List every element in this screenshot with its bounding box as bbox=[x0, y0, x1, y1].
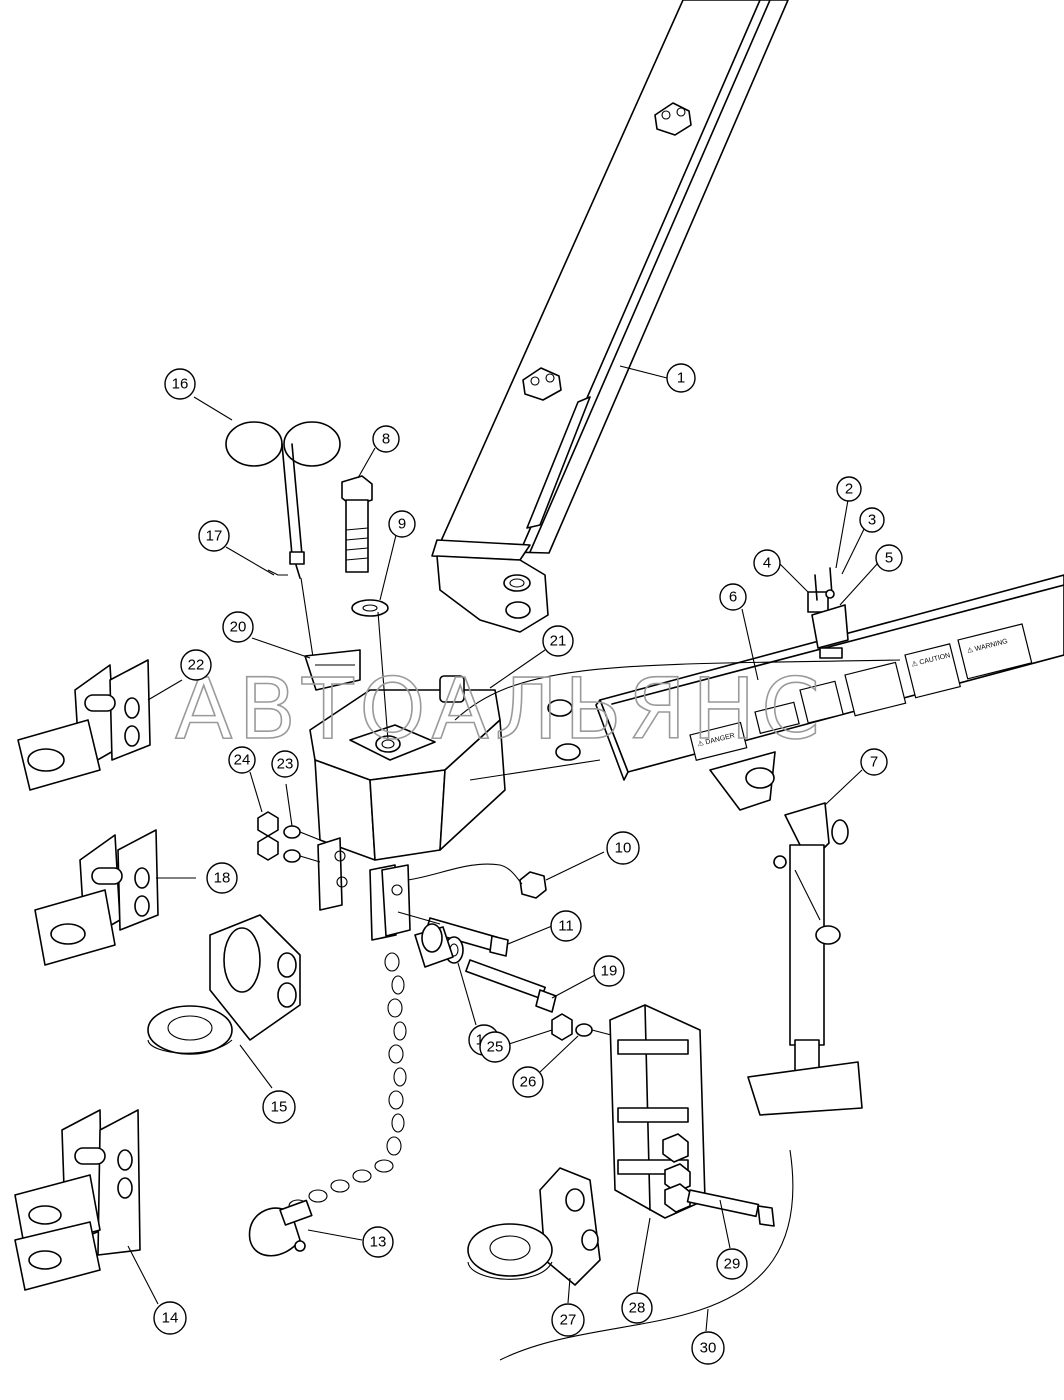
callout-13-label: 13 bbox=[370, 1234, 387, 1251]
callout-28: 28 bbox=[621, 1292, 653, 1324]
callout-14-label: 14 bbox=[162, 1310, 179, 1327]
callout-25: 25 bbox=[479, 1031, 511, 1063]
callout-27-label: 27 bbox=[560, 1312, 577, 1329]
callout-4: 4 bbox=[753, 549, 781, 577]
callout-22: 22 bbox=[180, 649, 212, 681]
callout-25-label: 25 bbox=[487, 1039, 504, 1056]
callout-28-label: 28 bbox=[629, 1300, 646, 1317]
callout-29: 29 bbox=[716, 1248, 748, 1280]
jack-drawing bbox=[709, 751, 863, 1116]
callout-10: 10 bbox=[606, 831, 640, 865]
bracket-hardware-drawing bbox=[807, 567, 849, 659]
callout-17-label: 17 bbox=[206, 528, 223, 545]
bolt-washer-drawing bbox=[341, 475, 389, 741]
leader-lines bbox=[127, 365, 879, 1305]
callout-20: 20 bbox=[222, 611, 254, 643]
pintle-eye-drawing bbox=[147, 914, 301, 1055]
hitch-18-drawing bbox=[34, 829, 159, 966]
callout-3-label: 3 bbox=[868, 512, 876, 529]
callout-21: 21 bbox=[542, 625, 574, 657]
adapter-drawing bbox=[609, 1004, 706, 1219]
callout-10-label: 10 bbox=[615, 840, 632, 857]
callout-18-label: 18 bbox=[214, 870, 231, 887]
safety-chain-drawing bbox=[248, 923, 454, 1257]
callout-24-label: 24 bbox=[234, 752, 251, 769]
callout-24: 24 bbox=[228, 746, 256, 774]
callout-18: 18 bbox=[206, 862, 238, 894]
callout-21-label: 21 bbox=[550, 633, 567, 650]
watermark-text: АВТОАЛЬЯНС bbox=[175, 660, 826, 758]
callout-20-label: 20 bbox=[230, 619, 247, 636]
assembly-30-leader bbox=[705, 1308, 709, 1332]
callout-1-label: 1 bbox=[677, 370, 685, 387]
callout-26-label: 26 bbox=[520, 1074, 537, 1091]
callout-27: 27 bbox=[551, 1303, 585, 1337]
callout-9: 9 bbox=[388, 510, 416, 538]
callout-19-label: 19 bbox=[601, 963, 618, 980]
callout-6-label: 6 bbox=[729, 589, 737, 606]
callout-5-label: 5 bbox=[885, 550, 893, 567]
callout-15: 15 bbox=[262, 1090, 296, 1124]
main-tongue-drawing: ⚠ WARNING ⚠ CAUTION ⚠ DANGER bbox=[595, 574, 1064, 781]
callout-17: 17 bbox=[198, 520, 230, 552]
assembly-30-boundary bbox=[499, 1149, 794, 1361]
callout-16-label: 16 bbox=[172, 376, 189, 393]
callout-23: 23 bbox=[271, 750, 299, 778]
callout-29-label: 29 bbox=[724, 1256, 741, 1273]
callout-2: 2 bbox=[836, 476, 862, 502]
callout-14: 14 bbox=[153, 1301, 187, 1335]
callout-23-label: 23 bbox=[277, 756, 294, 773]
mount-block-drawing bbox=[309, 659, 901, 941]
callout-26: 26 bbox=[512, 1066, 544, 1098]
callout-19: 19 bbox=[593, 955, 625, 987]
nuts-washers-23-24-drawing bbox=[257, 811, 321, 863]
tongue-tube-drawing bbox=[431, 0, 789, 633]
callouts: 1 2 3 4 5 6 7 8 9 10 11 12 13 14 15 16 1… bbox=[153, 363, 903, 1365]
callout-13: 13 bbox=[362, 1226, 394, 1258]
callout-5: 5 bbox=[875, 544, 903, 572]
hitch-22-drawing bbox=[17, 659, 151, 791]
nut-washer-25-26-drawing bbox=[551, 1013, 616, 1041]
callout-9-label: 9 bbox=[398, 516, 406, 533]
bolt-29-drawing bbox=[686, 1189, 775, 1227]
callout-22-label: 22 bbox=[188, 657, 205, 674]
callout-30: 30 bbox=[691, 1331, 725, 1365]
callout-2-label: 2 bbox=[845, 481, 853, 498]
callout-30-label: 30 bbox=[700, 1340, 717, 1357]
bolts-11-19-drawing bbox=[397, 911, 557, 1013]
callout-11-label: 11 bbox=[558, 918, 574, 935]
callout-1: 1 bbox=[666, 363, 696, 393]
nut-10-drawing bbox=[407, 863, 547, 899]
hitch-pin-drawing bbox=[225, 421, 361, 691]
callout-15-label: 15 bbox=[271, 1099, 288, 1116]
callout-16: 16 bbox=[164, 368, 196, 400]
clevis-drawing bbox=[14, 1109, 141, 1291]
callout-8: 8 bbox=[372, 425, 400, 453]
callout-3: 3 bbox=[859, 507, 885, 533]
callout-7: 7 bbox=[860, 748, 888, 776]
callout-4-label: 4 bbox=[763, 555, 771, 572]
swivel-eye-drawing bbox=[467, 1167, 601, 1286]
callout-11: 11 bbox=[550, 910, 582, 942]
callout-7-label: 7 bbox=[870, 754, 878, 771]
callout-8-label: 8 bbox=[382, 431, 390, 448]
callout-6: 6 bbox=[719, 583, 747, 611]
